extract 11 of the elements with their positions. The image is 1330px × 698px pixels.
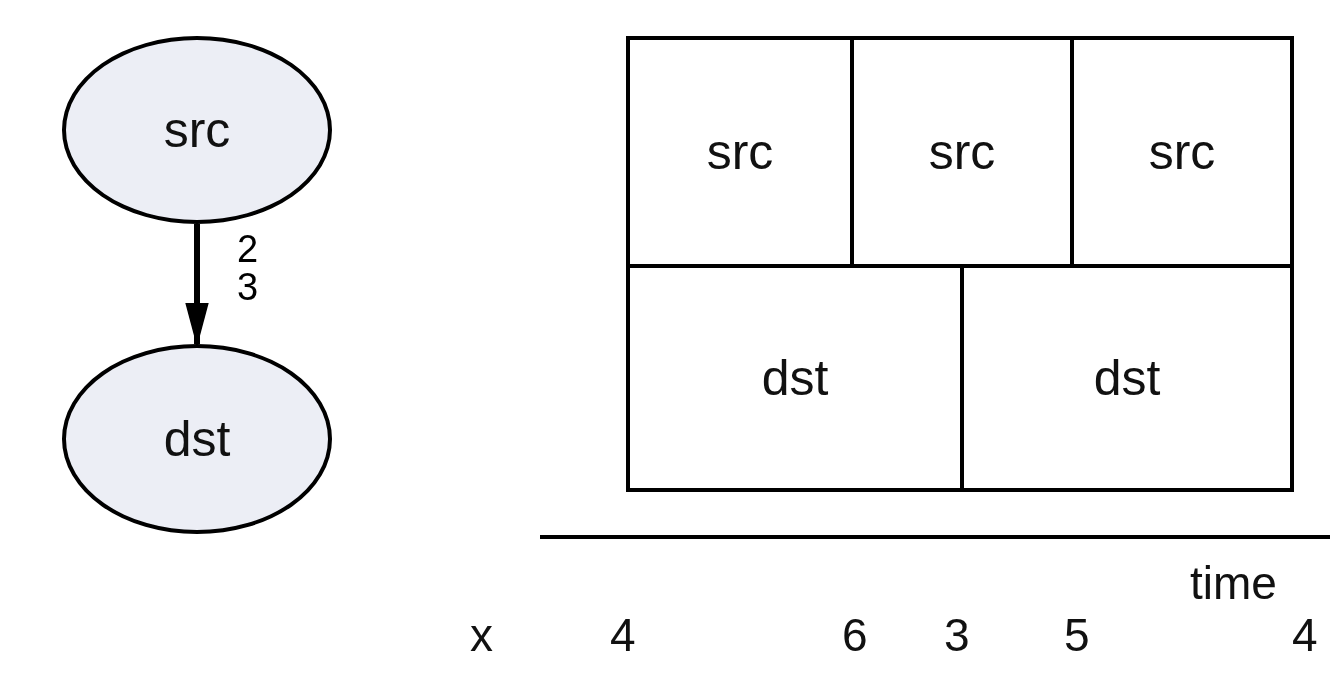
rate-label: 2 3 bbox=[237, 230, 260, 306]
arrow bbox=[185, 224, 209, 347]
actor-ellipse: src bbox=[62, 36, 332, 224]
value-label: 3 bbox=[944, 612, 970, 658]
actor-ellipse: dst bbox=[62, 344, 332, 534]
value-label: 4 bbox=[610, 612, 636, 658]
row-label: x bbox=[470, 612, 493, 658]
time-label: time bbox=[1190, 560, 1277, 606]
value-label: 4 bbox=[1292, 612, 1318, 658]
value-label: 6 bbox=[842, 612, 868, 658]
value-label: 5 bbox=[1064, 612, 1090, 658]
